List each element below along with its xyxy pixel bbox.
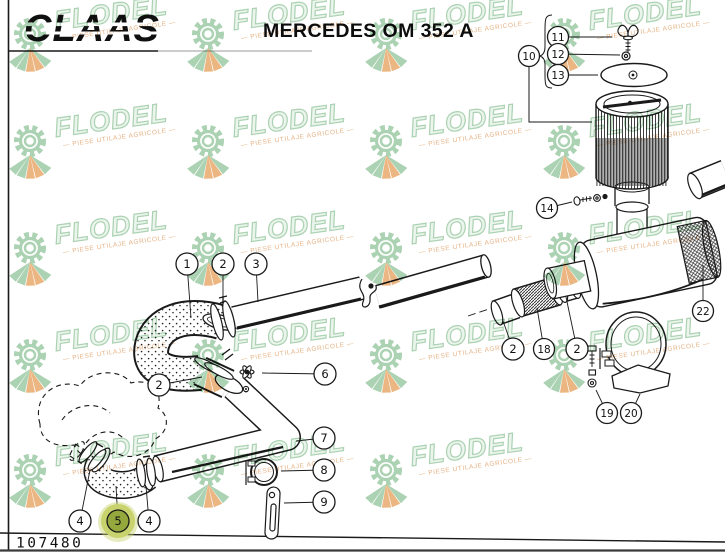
callout-circle xyxy=(312,458,336,482)
part-filter-lid-13 xyxy=(600,62,668,88)
document-number: 107480 xyxy=(16,536,83,552)
callout-4a[interactable]: 4 xyxy=(68,509,92,533)
callout-circle xyxy=(595,401,619,425)
callout-1[interactable]: 1 xyxy=(175,252,199,276)
callout-7[interactable]: 7 xyxy=(312,426,336,450)
flodel-watermark-stamp xyxy=(187,204,354,286)
callout-circle xyxy=(106,509,130,533)
callout-18[interactable]: 18 xyxy=(532,337,556,361)
callout-circle xyxy=(68,509,92,533)
callout-19[interactable]: 19 xyxy=(595,401,619,425)
part-clamp-6 xyxy=(239,365,255,393)
callout-circle xyxy=(532,337,556,361)
callout-number: 11 xyxy=(551,32,564,44)
callout-2a[interactable]: 2 xyxy=(211,252,235,276)
callout-circle xyxy=(147,373,171,397)
part-bolt-14 xyxy=(573,193,608,206)
callout-circle xyxy=(535,196,559,220)
callout-22[interactable]: 22 xyxy=(691,299,715,323)
flodel-watermark-stamp xyxy=(365,0,532,72)
callout-number: 8 xyxy=(320,463,327,477)
flodel-watermark-stamp xyxy=(9,204,176,286)
pipe-break-symbol xyxy=(359,278,377,308)
flodel-watermark-stamp xyxy=(365,426,532,508)
callout-circle xyxy=(312,426,336,450)
callout-number: 5 xyxy=(114,514,121,528)
callout-number: 2 xyxy=(155,378,162,392)
callout-2c[interactable]: 2 xyxy=(501,337,525,361)
part-washer-12 xyxy=(621,51,631,61)
part-pipe-3 xyxy=(231,254,492,330)
callout-number: 2 xyxy=(573,342,580,356)
callout-circle xyxy=(211,252,235,276)
callout-12[interactable]: 12 xyxy=(546,42,570,66)
callout-2b[interactable]: 2 xyxy=(147,373,171,397)
callout-number: 22 xyxy=(696,306,709,318)
callout-2d[interactable]: 2 xyxy=(565,337,589,361)
callout-number: 1 xyxy=(183,257,190,271)
callout-number: 14 xyxy=(540,203,554,215)
callout-number: 6 xyxy=(321,367,328,381)
part-hose-top-right xyxy=(687,160,725,200)
callout-13[interactable]: 13 xyxy=(546,63,570,87)
callout-number: 7 xyxy=(320,431,327,445)
callout-number: 10 xyxy=(522,51,535,63)
callout-number: 12 xyxy=(551,49,564,61)
callout-number: 2 xyxy=(509,342,516,356)
callout-number: 2 xyxy=(219,257,226,271)
callout-10[interactable]: 10 xyxy=(517,44,541,68)
callout-number: 20 xyxy=(624,408,637,420)
callout-circle xyxy=(501,337,525,361)
callout-number: 19 xyxy=(600,408,613,420)
callout-number: 9 xyxy=(320,495,327,509)
callout-circle xyxy=(312,490,336,514)
callout-circle xyxy=(175,252,199,276)
callout-circle xyxy=(691,299,715,323)
callout-number: 4 xyxy=(76,514,83,528)
callout-circle xyxy=(517,44,541,68)
flodel-watermark-stamp xyxy=(9,97,176,179)
callout-6[interactable]: 6 xyxy=(313,362,337,386)
flodel-watermark-stamp xyxy=(365,97,532,179)
callout-3[interactable]: 3 xyxy=(244,252,268,276)
callout-4b[interactable]: 4 xyxy=(137,509,161,533)
callout-circle xyxy=(244,252,268,276)
callout-circle xyxy=(313,362,337,386)
callout-14[interactable]: 14 xyxy=(535,196,559,220)
callout-20[interactable]: 20 xyxy=(619,401,643,425)
callout-9[interactable]: 9 xyxy=(312,490,336,514)
callout-8[interactable]: 8 xyxy=(312,458,336,482)
callout-circle xyxy=(565,337,589,361)
callout-number: 18 xyxy=(537,344,550,356)
callout-number: 13 xyxy=(551,70,564,82)
callout-number: 3 xyxy=(252,257,259,271)
callout-circle xyxy=(619,401,643,425)
part-strap-9 xyxy=(264,486,281,540)
flodel-watermark-stamp xyxy=(187,97,354,179)
callout-circle xyxy=(546,63,570,87)
callout-5[interactable]: 5 xyxy=(98,502,138,542)
callout-circle xyxy=(137,509,161,533)
callout-number: 4 xyxy=(145,514,152,528)
